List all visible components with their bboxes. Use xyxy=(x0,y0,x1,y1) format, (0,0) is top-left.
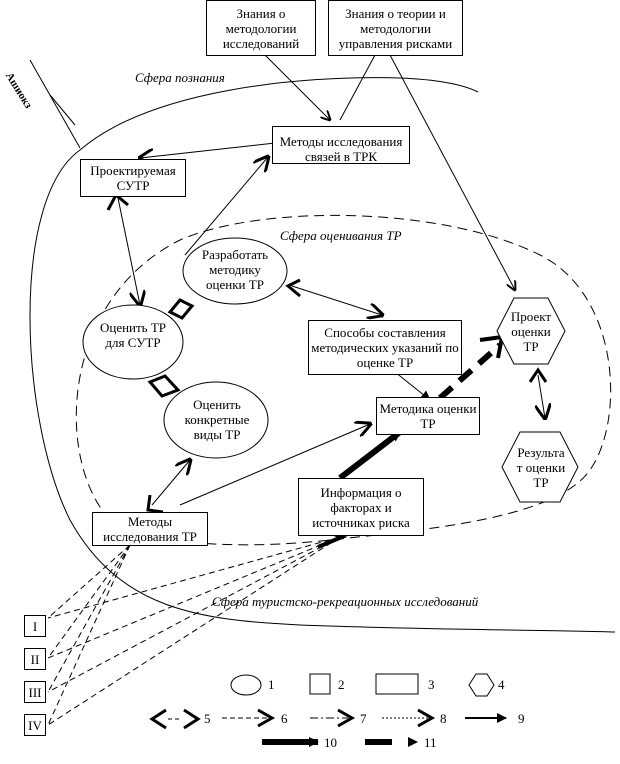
arrow-risk-to-project xyxy=(389,54,515,290)
node-designed-sutr: Проектируемая СУТР xyxy=(80,159,186,197)
arrow-develop-compose xyxy=(291,285,382,315)
node-result-label: Результа т оценки ТР xyxy=(516,445,566,490)
level-box-4-label: IV xyxy=(28,717,42,733)
node-trk-methods: Методы исследования связей в ТРК xyxy=(272,126,410,164)
legend-rect xyxy=(375,673,419,695)
node-assess-specific-label: Оценить конкретные виды ТР xyxy=(184,397,250,442)
level-links xyxy=(47,536,341,726)
arrowhead-project-up xyxy=(528,367,548,383)
legend-num-11: 11 xyxy=(424,735,437,750)
arrow-trk-develop xyxy=(184,157,268,256)
node-develop-method-label: Разработать методику оценки ТР xyxy=(201,247,269,292)
node-compose-methods: Способы составления методических указани… xyxy=(308,320,462,375)
legend-head-7 xyxy=(337,708,356,728)
box-risk-theory-knowledge: Знания о теории и методологии управления… xyxy=(328,0,463,56)
legend-num-9: 9 xyxy=(518,711,525,726)
arrowhead-develop xyxy=(285,278,301,298)
diamond-assess-develop xyxy=(167,298,195,320)
legend-num-2: 2 xyxy=(338,677,345,692)
legend-ellipse xyxy=(230,674,262,696)
arrowhead-research xyxy=(146,494,164,514)
arrow-method-project xyxy=(438,342,502,401)
node-project-label: Проект оценки ТР xyxy=(510,309,552,354)
level-box-2-label: II xyxy=(30,651,40,667)
node-risk-info-label: Информация о факторах и источниках риска xyxy=(312,484,410,530)
level-box-3: III xyxy=(24,681,46,703)
arrow-research-specific xyxy=(151,460,190,506)
node-assess-tr-shape xyxy=(82,304,184,380)
sphere-assessment-label: Сфера оценивания ТР xyxy=(280,228,402,243)
level-box-3-label: III xyxy=(28,684,42,700)
legend-num-5: 5 xyxy=(204,711,211,726)
cognition-sphere-boundary xyxy=(29,149,616,633)
arrow-info-method xyxy=(338,429,402,481)
box-risk-theory-label: Знания о теории и методологии управления… xyxy=(338,5,453,51)
legend-hexagon xyxy=(468,673,495,697)
legend-num-6: 6 xyxy=(281,711,288,726)
node-research-methods-label: Методы исследования ТР xyxy=(103,514,197,544)
arrow-compose-method xyxy=(394,371,431,401)
diamond-assess-specific xyxy=(147,374,181,398)
legend-head-8 xyxy=(417,708,436,728)
node-develop-method-shape xyxy=(182,237,288,305)
legend-num-8: 8 xyxy=(440,711,447,726)
arrow-sutr-assess xyxy=(117,197,140,305)
side-label-line-1 xyxy=(29,59,81,149)
node-compose-methods-label: Способы составления методических указани… xyxy=(311,325,459,370)
node-research-methods: Методы исследования ТР xyxy=(92,512,208,546)
box-methodology-knowledge: Знания о методологии исследований xyxy=(206,0,316,56)
level-box-2: II xyxy=(24,648,46,670)
legend-num-10: 10 xyxy=(324,735,337,750)
node-assess-specific-shape xyxy=(163,381,269,459)
node-project-shape xyxy=(496,297,566,365)
node-designed-sutr-label: Проектируемая СУТР xyxy=(90,163,176,193)
level-box-1: I xyxy=(24,615,46,637)
node-result-shape xyxy=(501,431,579,503)
legend-diamond xyxy=(149,708,201,730)
sphere-research-label: Сфера туристско-рекреационных исследован… xyxy=(212,594,479,609)
arrow-project-result xyxy=(538,374,545,418)
node-trk-methods-label: Методы исследования связей в ТРК xyxy=(279,134,403,164)
legend-square xyxy=(309,673,331,695)
legend-num-1: 1 xyxy=(268,677,275,692)
cognition-line xyxy=(79,77,479,151)
sphere-cognition-label: Сфера познания xyxy=(135,70,225,85)
node-assess-tr-label: Оценить ТР для СУТР xyxy=(99,320,167,350)
node-method-label: Методика оценки ТР xyxy=(379,401,477,431)
node-risk-info: Информация о факторах и источниках риска xyxy=(298,478,424,536)
arrow-methodology-to-trk xyxy=(264,54,330,120)
legend-num-7: 7 xyxy=(360,711,367,726)
node-method: Методика оценки ТР xyxy=(376,397,480,435)
side-label-line-2 xyxy=(49,94,76,126)
legend-num-3: 3 xyxy=(428,677,435,692)
box-methodology-label: Знания о методологии исследований xyxy=(222,5,300,51)
level-box-1-label: I xyxy=(32,618,38,634)
level-box-4: IV xyxy=(24,714,46,736)
arrow-trk-to-sutr xyxy=(140,142,276,158)
arrowhead-sutr xyxy=(106,192,129,211)
legend-num-4: 4 xyxy=(498,677,505,692)
assessment-sphere-boundary xyxy=(75,214,612,546)
legend-head-11 xyxy=(408,737,418,747)
arrow-risk-to-trk xyxy=(339,54,376,121)
arrow-research-method xyxy=(179,424,370,506)
legend-head-6 xyxy=(257,708,276,728)
